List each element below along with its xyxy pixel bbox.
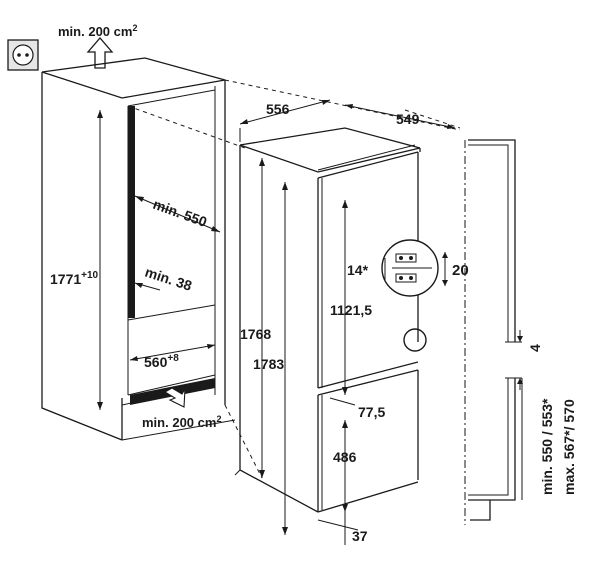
refrigerator-unit (234, 99, 456, 545)
min-38-label: min. 38 (143, 264, 194, 294)
unit-depth-label: 549 (396, 111, 420, 127)
dim-775-label: 77,5 (358, 404, 385, 420)
gap-4-label: 4 (527, 344, 543, 352)
upper-door-label: 1121,5 (330, 302, 372, 318)
unit-height-b-label: 1783 (253, 356, 284, 372)
projection-lines (127, 79, 461, 479)
side-profile (464, 139, 523, 525)
arrow-in-icon (163, 387, 186, 408)
vent-top-label: min. 200 cm2 (58, 23, 137, 39)
door-range-b-label: max. 567*/ 570 (561, 399, 577, 495)
hinge-b-label: 20 (452, 262, 469, 279)
hinge-detail (381, 239, 448, 297)
vent-bottom-label: min. 200 cm2 (142, 414, 221, 430)
dim-37-label: 37 (352, 528, 368, 544)
dim-486-label: 486 (333, 449, 357, 465)
hinge-a-label: 14* (347, 262, 369, 278)
niche-height-label: 1771+10 (50, 270, 99, 287)
niche-depth-label: min. 550 (151, 196, 209, 230)
niche-cabinet (41, 57, 236, 441)
door-range-a-label: min. 550 / 553* (539, 398, 555, 495)
unit-height-a-label: 1768 (240, 326, 271, 342)
hinge-callout (403, 328, 427, 352)
power-socket-icon (7, 39, 39, 71)
arrow-up-icon (86, 37, 114, 69)
unit-width-label: 556 (266, 101, 290, 117)
niche-width-label: 560+8 (144, 353, 179, 370)
